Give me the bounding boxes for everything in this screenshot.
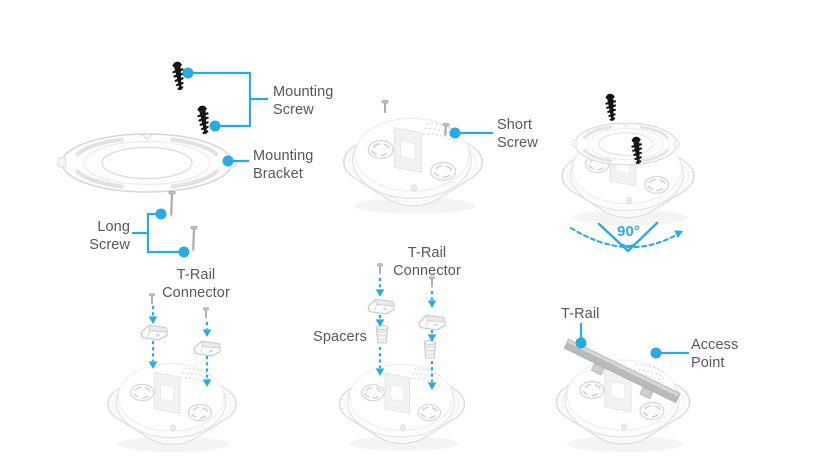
label-short-screw: Short Screw — [497, 117, 538, 151]
label-mounting-screw: Mounting Screw — [273, 84, 334, 118]
mounting-bracket-leader — [222, 155, 249, 167]
rotate-90-indicator — [569, 221, 685, 253]
mounting-bracket-illustration — [56, 132, 238, 194]
rotate-step-illustration — [548, 92, 708, 226]
spacer-step-illustration — [326, 263, 478, 452]
label-t-rail: T-Rail — [561, 306, 600, 322]
trail-connector-step-illustration — [95, 293, 250, 453]
t-rail-bar — [563, 338, 681, 404]
long-screw-icons — [167, 190, 198, 254]
label-access-point: Access Point — [691, 337, 739, 371]
label-rotation-angle: 90° — [617, 223, 640, 240]
long-screw-leader — [132, 208, 190, 258]
label-t-rail-connector-mid: T-Rail Connector — [393, 245, 461, 279]
short-screw-leader — [449, 127, 493, 139]
trail-mounted-illustration — [542, 338, 703, 453]
label-mounting-bracket: Mounting Bracket — [253, 148, 314, 182]
mounting-screw-leader — [182, 67, 268, 132]
access-point-leader — [650, 347, 689, 359]
label-spacers: Spacers — [313, 329, 367, 345]
t-rail-leader — [575, 323, 587, 349]
label-long-screw: Long Screw — [89, 219, 130, 253]
short-screw-step-illustration — [329, 99, 497, 215]
label-t-rail-connector-left: T-Rail Connector — [162, 267, 230, 301]
